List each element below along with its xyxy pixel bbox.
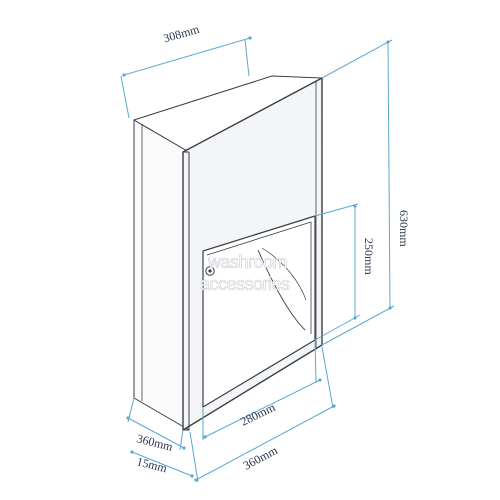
dim-opening-width-line [204, 379, 321, 438]
dimension-ticks [122, 36, 392, 482]
dim-flange-line [131, 451, 193, 477]
dim-opening-extension-top [314, 203, 359, 217]
paper-towel-fold [261, 247, 307, 301]
dim-top-width-line [123, 37, 251, 76]
dim-height-extension-top [321, 39, 393, 79]
watermark-line2: accessories [200, 274, 290, 294]
opening-inner-edge [206, 221, 312, 334]
dim-opening-width-ext-right [314, 339, 317, 384]
dim-height-line [387, 41, 391, 309]
dim-opening-extension-bottom [314, 314, 361, 341]
label-bottom-width: 360mm [241, 443, 281, 473]
label-height: 630mm [397, 210, 411, 247]
dim-bottom-width-ext-right [321, 346, 334, 409]
label-opening-width: 280mm [238, 400, 278, 429]
dimension-lines [120, 37, 395, 483]
dim-height-extension-bottom [321, 305, 395, 346]
dim-top-extension-right [244, 39, 250, 77]
dim-bottom-width-line [195, 405, 335, 481]
dim-bottom-width-ext-left [189, 431, 199, 483]
dim-depth-line [127, 417, 185, 449]
label-flange-depth: 15mm [135, 454, 169, 475]
label-side-depth: 360mm [135, 431, 175, 454]
dispenser-body [133, 75, 323, 431]
paper-towel-curve [257, 249, 306, 331]
dim-top-extension-left [120, 75, 130, 119]
label-opening-height: 250mm [362, 238, 376, 275]
lock-icon [205, 266, 215, 276]
label-top-width: 308mm [162, 22, 202, 46]
watermark-line1: washroom [207, 252, 287, 272]
